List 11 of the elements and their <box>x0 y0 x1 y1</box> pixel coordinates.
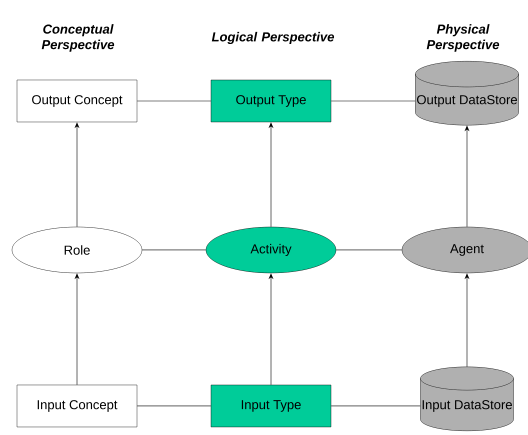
connector-line <box>330 100 416 102</box>
column-heading: Conceptual Perspective <box>42 24 114 52</box>
datastore-cylinder: Output DataStore <box>415 60 519 126</box>
column-heading: Logical Perspective <box>212 32 334 44</box>
concept-box: Output Concept <box>16 80 138 122</box>
datastore-cylinder: Input DataStore <box>420 366 514 432</box>
type-box: Input Type <box>210 384 332 428</box>
column-heading: Physical Perspective <box>426 24 500 52</box>
concept-box: Input Concept <box>16 384 138 428</box>
connector-line <box>136 100 212 102</box>
type-box: Output Type <box>210 80 332 122</box>
